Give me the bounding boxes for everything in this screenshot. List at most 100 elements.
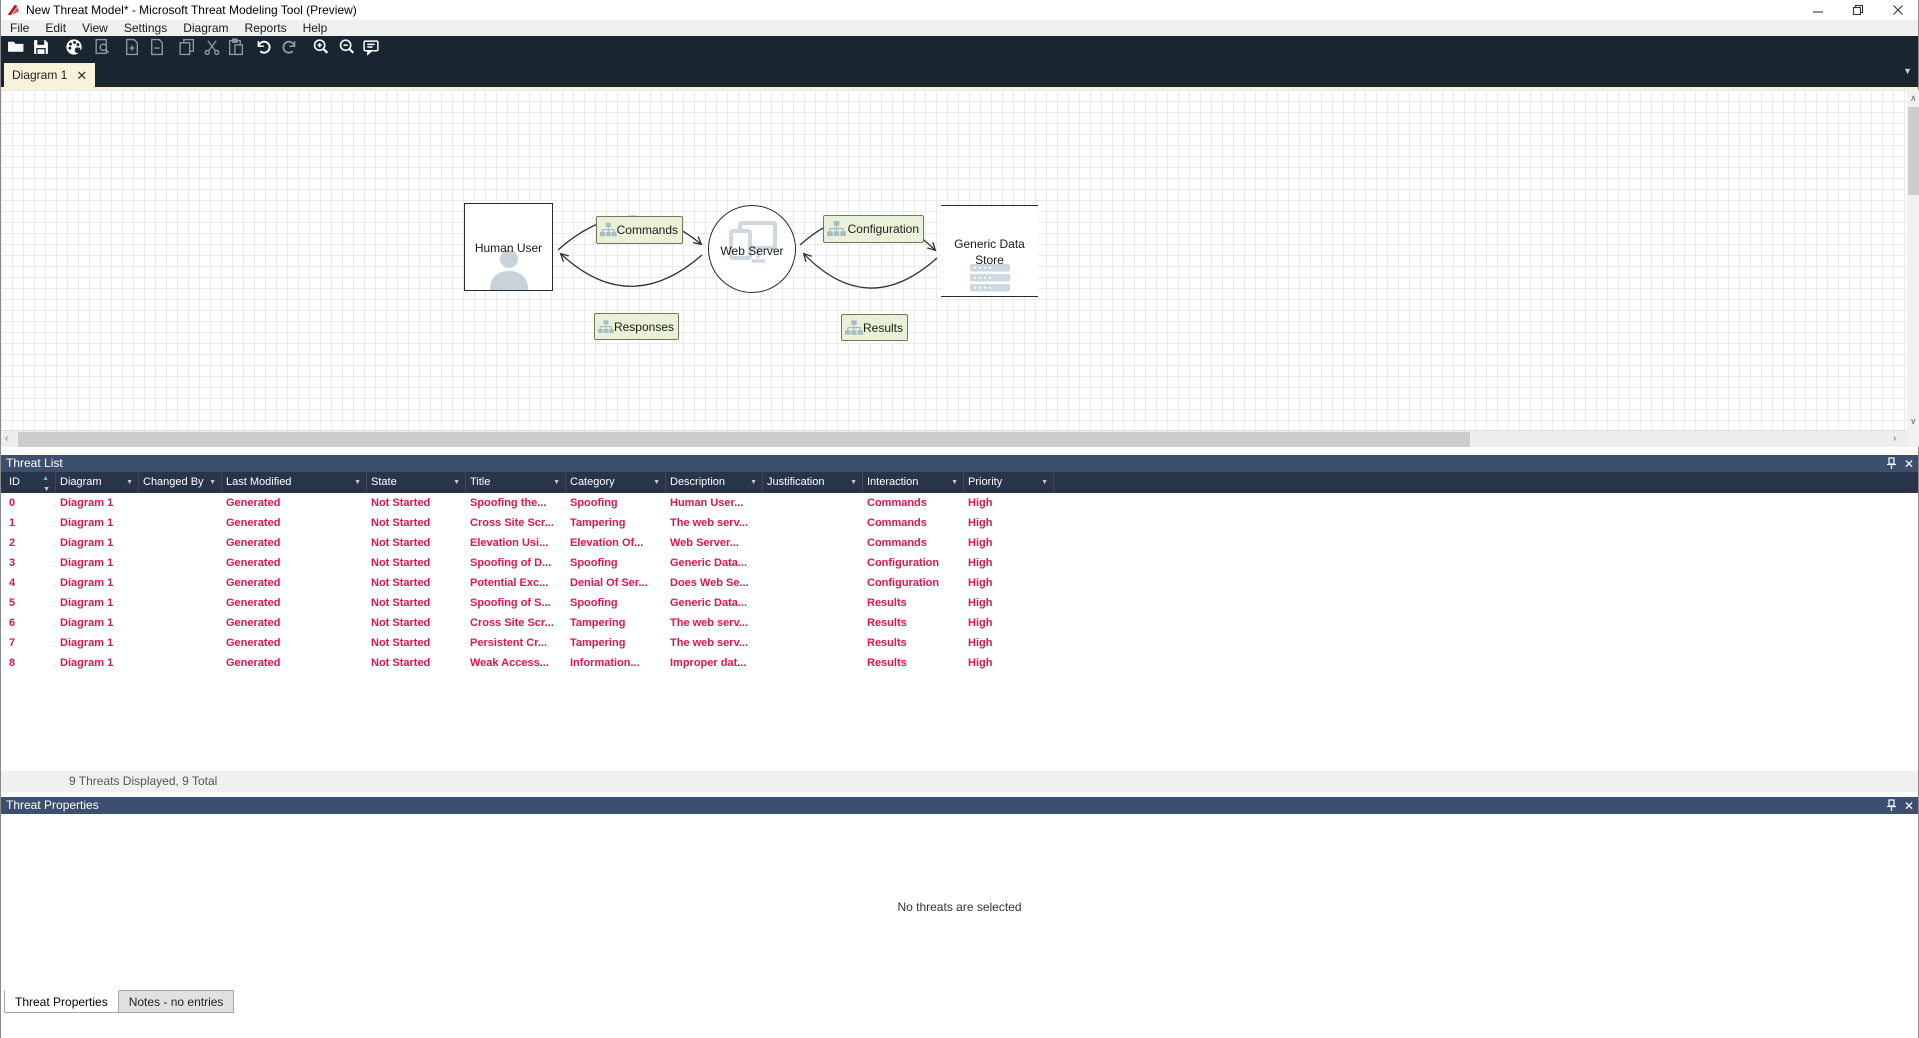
close-panel-icon[interactable]: ✕ bbox=[1903, 456, 1914, 471]
column-filter-icon[interactable]: ▼ bbox=[354, 479, 361, 486]
cell-priority: High bbox=[968, 597, 993, 609]
cell-title: Weak Access... bbox=[470, 657, 549, 669]
vertical-scroll-thumb[interactable] bbox=[1908, 107, 1919, 195]
cut-icon[interactable] bbox=[203, 38, 221, 56]
flow-label-commands[interactable]: Commands bbox=[596, 216, 683, 244]
column-filter-icon[interactable]: ▼ bbox=[750, 479, 757, 486]
column-filter-icon[interactable]: ▼ bbox=[126, 479, 133, 486]
close-button[interactable] bbox=[1878, 0, 1918, 20]
scrollbar-corner bbox=[1907, 430, 1919, 447]
pin-icon[interactable] bbox=[1886, 457, 1897, 470]
column-header-justification[interactable]: Justification▼ bbox=[763, 472, 863, 493]
cell-category: Tampering bbox=[570, 637, 626, 649]
title-bar: New Threat Model* - Microsoft Threat Mod… bbox=[1, 0, 1918, 20]
flow-glyph-icon bbox=[827, 221, 846, 237]
minimize-button[interactable] bbox=[1798, 0, 1838, 20]
menu-diagram[interactable]: Diagram bbox=[183, 21, 229, 35]
open-icon[interactable] bbox=[7, 38, 25, 56]
flow-label-results[interactable]: Results bbox=[841, 314, 908, 341]
flow-responses-arrow[interactable] bbox=[559, 252, 703, 287]
find-in-diagram-icon[interactable] bbox=[93, 38, 111, 56]
flow-label-responses[interactable]: Responses bbox=[594, 313, 679, 340]
node-generic-data-store[interactable]: Generic Data Store bbox=[941, 205, 1038, 297]
column-header-title[interactable]: Title▼ bbox=[466, 472, 566, 493]
cell-last-modified: Generated bbox=[226, 637, 281, 649]
horizontal-scroll-thumb[interactable] bbox=[18, 432, 1470, 447]
pin-icon[interactable] bbox=[1886, 799, 1897, 812]
cell-diagram: Diagram 1 bbox=[60, 517, 114, 529]
node-label: Human User bbox=[474, 241, 543, 255]
cell-title: Cross Site Scr... bbox=[470, 517, 554, 529]
column-filter-icon[interactable]: ▼ bbox=[951, 479, 958, 486]
tab-notes[interactable]: Notes - no entries bbox=[118, 990, 235, 1013]
feedback-icon[interactable] bbox=[362, 38, 380, 56]
menu-settings[interactable]: Settings bbox=[123, 21, 168, 35]
scroll-down-icon[interactable]: ∨ bbox=[1910, 416, 1917, 426]
menu-help[interactable]: Help bbox=[302, 21, 328, 35]
column-header-description[interactable]: Description▼ bbox=[666, 472, 763, 493]
flow-results-arrow[interactable] bbox=[802, 252, 938, 289]
column-filter-icon[interactable]: ▼ bbox=[209, 479, 216, 486]
flow-glyph-icon bbox=[598, 319, 614, 333]
cell-description: Does Web Se... bbox=[670, 577, 749, 589]
node-web-server[interactable]: Web Server bbox=[708, 205, 796, 293]
node-human-user[interactable]: Human User bbox=[464, 203, 553, 291]
restore-button[interactable] bbox=[1838, 0, 1878, 20]
zoom-out-icon[interactable] bbox=[338, 38, 356, 56]
menu-reports[interactable]: Reports bbox=[244, 21, 287, 35]
copy-icon[interactable] bbox=[178, 38, 196, 56]
menu-edit[interactable]: Edit bbox=[45, 21, 67, 35]
column-header-diagram[interactable]: Diagram▼ bbox=[56, 472, 139, 493]
column-header-id[interactable]: ID▲▼ bbox=[5, 472, 56, 493]
menu-file[interactable]: File bbox=[10, 21, 30, 35]
close-panel-icon[interactable]: ✕ bbox=[1903, 798, 1914, 813]
undo-icon[interactable] bbox=[255, 38, 273, 56]
column-header-category[interactable]: Category▼ bbox=[566, 472, 666, 493]
web-server-icon bbox=[729, 221, 777, 263]
cell-description: The web serv... bbox=[670, 617, 749, 629]
tab-diagram-1[interactable]: Diagram 1 ✕ bbox=[4, 63, 96, 87]
canvas-horizontal-scrollbar[interactable]: ‹ › bbox=[1, 430, 1907, 447]
tab-close-icon[interactable]: ✕ bbox=[76, 67, 88, 83]
zoom-in-icon[interactable] bbox=[312, 38, 330, 56]
column-filter-icon[interactable]: ▼ bbox=[453, 479, 460, 486]
add-diagram-icon[interactable] bbox=[123, 38, 141, 56]
column-filter-icon[interactable]: ▼ bbox=[553, 479, 560, 486]
scroll-left-icon[interactable]: ‹ bbox=[5, 433, 9, 444]
tab-threat-properties[interactable]: Threat Properties bbox=[4, 990, 119, 1013]
column-header-last-modified[interactable]: Last Modified▼ bbox=[222, 472, 367, 493]
canvas-vertical-scrollbar[interactable]: ∧ ∨ bbox=[1907, 90, 1919, 430]
column-filter-icon[interactable]: ▼ bbox=[43, 486, 50, 493]
cell-priority: High bbox=[968, 497, 993, 509]
redo-icon[interactable] bbox=[280, 38, 298, 56]
column-header-priority[interactable]: Priority▼ bbox=[964, 472, 1054, 493]
flow-label-configuration[interactable]: Configuration bbox=[823, 215, 924, 243]
column-header-interaction[interactable]: Interaction▼ bbox=[863, 472, 964, 493]
template-palette-icon[interactable] bbox=[65, 38, 83, 56]
save-icon[interactable] bbox=[32, 38, 50, 56]
column-filter-icon[interactable]: ▼ bbox=[653, 479, 660, 486]
tab-list-dropdown-icon[interactable]: ▼ bbox=[1903, 66, 1912, 76]
diagram-canvas[interactable]: Human User Web Server Generic Data Store bbox=[1, 90, 1907, 430]
column-header-changed-by[interactable]: Changed By▼ bbox=[139, 472, 222, 493]
scroll-right-icon[interactable]: › bbox=[1893, 433, 1897, 444]
column-filter-icon[interactable]: ▼ bbox=[850, 479, 857, 486]
sort-ascending-icon[interactable]: ▲ bbox=[42, 475, 49, 482]
cell-last-modified: Generated bbox=[226, 517, 281, 529]
scroll-up-icon[interactable]: ∧ bbox=[1910, 93, 1917, 103]
menu-view[interactable]: View bbox=[82, 21, 108, 35]
paste-icon[interactable] bbox=[227, 38, 245, 56]
column-header-state[interactable]: State▼ bbox=[367, 472, 466, 493]
remove-diagram-icon[interactable] bbox=[148, 38, 166, 56]
cell-diagram: Diagram 1 bbox=[60, 577, 114, 589]
column-filter-icon[interactable]: ▼ bbox=[1041, 479, 1048, 486]
